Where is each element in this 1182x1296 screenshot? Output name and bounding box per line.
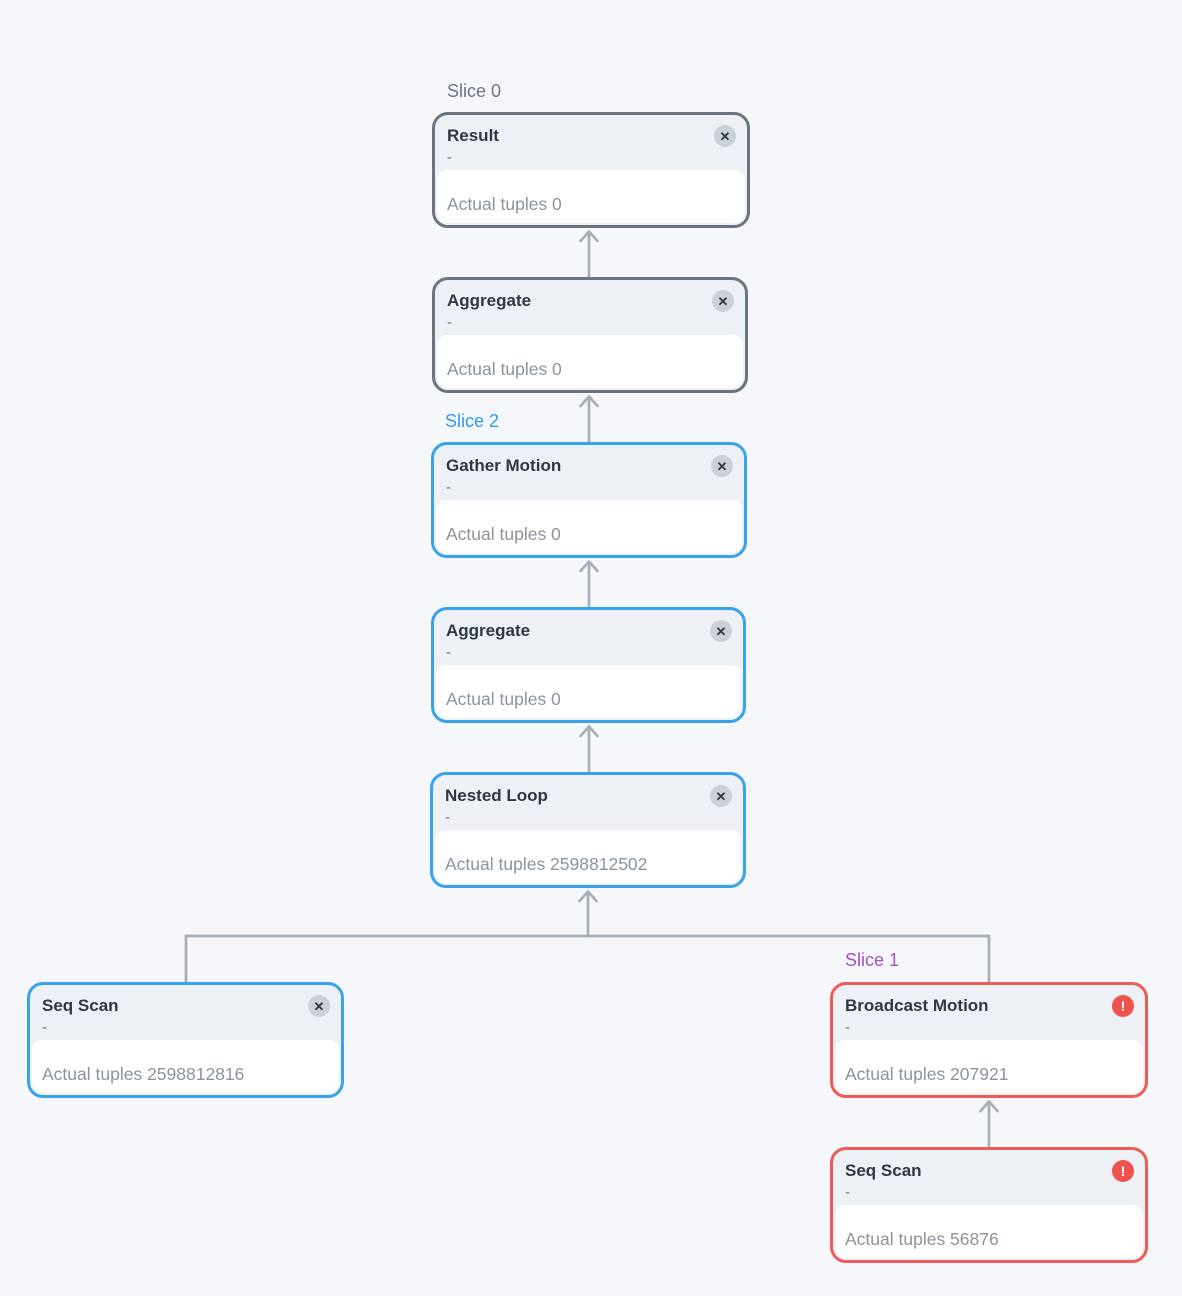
plan-node-nested-loop[interactable]: Nested Loop - ✕ Actual tuples 2598812502 <box>430 772 746 888</box>
actual-tuples-text: Actual tuples 0 <box>446 524 561 544</box>
actual-tuples-text: Actual tuples 2598812502 <box>445 854 648 874</box>
node-header: Aggregate - <box>435 280 745 332</box>
plan-node-seq-scan-right[interactable]: Seq Scan - ! Actual tuples 56876 <box>830 1147 1148 1263</box>
actual-tuples-text: Actual tuples 0 <box>446 689 561 709</box>
slice-0-label: Slice 0 <box>447 81 502 101</box>
node-body: Actual tuples 2598812502 <box>435 830 741 883</box>
node-title: Result <box>447 126 499 145</box>
node-title: Seq Scan <box>42 996 119 1015</box>
error-icon[interactable]: ! <box>1112 995 1134 1017</box>
node-title: Broadcast Motion <box>845 996 989 1015</box>
node-header: Gather Motion - <box>434 445 744 497</box>
edge-aggregate-to-gather-motion <box>579 560 599 609</box>
close-icon[interactable]: ✕ <box>711 455 733 477</box>
edge-nested-loop-to-aggregate <box>579 725 599 774</box>
node-body: Actual tuples 0 <box>436 500 742 553</box>
node-title: Nested Loop <box>445 786 548 805</box>
node-title: Seq Scan <box>845 1161 922 1180</box>
node-header: Seq Scan - <box>30 985 341 1037</box>
node-header: Result - <box>435 115 747 167</box>
plan-node-result[interactable]: Result - ✕ Actual tuples 0 <box>432 112 750 228</box>
node-detail: - <box>447 314 452 331</box>
node-detail: - <box>446 644 451 661</box>
node-body: Actual tuples 207921 <box>835 1040 1143 1093</box>
actual-tuples-text: Actual tuples 0 <box>447 359 562 379</box>
node-body: Actual tuples 2598812816 <box>32 1040 339 1093</box>
node-detail: - <box>845 1184 850 1201</box>
node-body: Actual tuples 0 <box>436 665 741 718</box>
node-body: Actual tuples 0 <box>437 335 743 388</box>
edge-seq-scan-to-broadcast-motion <box>979 1100 999 1149</box>
node-body: Actual tuples 56876 <box>835 1205 1143 1258</box>
plan-node-seq-scan-left[interactable]: Seq Scan - ✕ Actual tuples 2598812816 <box>27 982 344 1098</box>
plan-node-broadcast-motion[interactable]: Broadcast Motion - ! Actual tuples 20792… <box>830 982 1148 1098</box>
plan-node-aggregate-mid[interactable]: Aggregate - ✕ Actual tuples 0 <box>431 607 746 723</box>
plan-node-aggregate-top[interactable]: Aggregate - ✕ Actual tuples 0 <box>432 277 748 393</box>
node-title: Aggregate <box>446 621 531 640</box>
node-detail: - <box>845 1019 850 1036</box>
edge-gather-motion-to-aggregate <box>579 395 599 444</box>
node-header: Nested Loop - <box>433 775 743 827</box>
node-header: Seq Scan - <box>833 1150 1145 1202</box>
node-header: Broadcast Motion - <box>833 985 1145 1037</box>
actual-tuples-text: Actual tuples 2598812816 <box>42 1064 245 1084</box>
close-icon[interactable]: ✕ <box>714 125 736 147</box>
actual-tuples-text: Actual tuples 207921 <box>845 1064 1009 1084</box>
node-header: Aggregate - <box>434 610 743 662</box>
plan-node-gather-motion[interactable]: Gather Motion - ✕ Actual tuples 0 <box>431 442 747 558</box>
actual-tuples-text: Actual tuples 0 <box>447 194 562 214</box>
edge-aggregate-to-result <box>579 230 599 279</box>
node-title: Gather Motion <box>446 456 562 475</box>
slice-2-label: Slice 2 <box>445 411 500 431</box>
node-body: Actual tuples 0 <box>437 170 745 223</box>
close-icon[interactable]: ✕ <box>308 995 330 1017</box>
node-detail: - <box>445 809 450 826</box>
node-detail: - <box>446 479 451 496</box>
error-icon[interactable]: ! <box>1112 1160 1134 1182</box>
slice-1-label: Slice 1 <box>845 950 900 970</box>
close-icon[interactable]: ✕ <box>710 785 732 807</box>
node-title: Aggregate <box>447 291 532 310</box>
node-detail: - <box>447 149 452 166</box>
close-icon[interactable]: ✕ <box>712 290 734 312</box>
close-icon[interactable]: ✕ <box>710 620 732 642</box>
actual-tuples-text: Actual tuples 56876 <box>845 1229 999 1249</box>
node-detail: - <box>42 1019 47 1036</box>
edge-bus-to-nested-loop <box>578 890 598 938</box>
